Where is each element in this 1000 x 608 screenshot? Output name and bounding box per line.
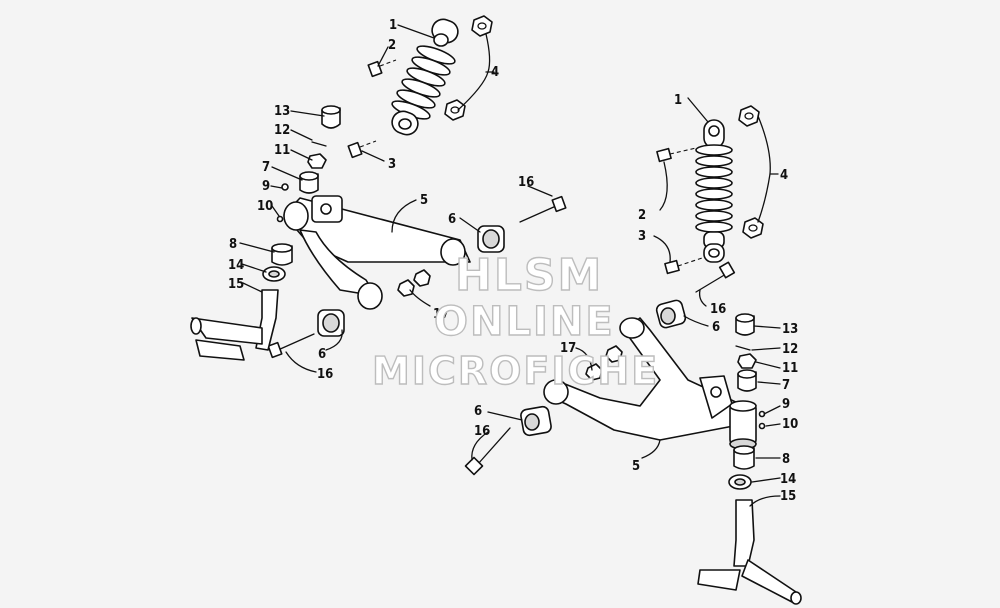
right-callouts: 1 2 3 4 5 6 6 7 8 9 10 11 12 13 14 15 16…	[474, 93, 798, 504]
callout-4: 4	[491, 65, 499, 80]
left-bushings	[317, 225, 505, 337]
left-arm-bolts	[267, 195, 567, 359]
callout-9: 9	[782, 397, 790, 412]
left-leader-lines	[239, 24, 553, 373]
left-spindle-assembly	[190, 243, 293, 361]
right-bushing-lower	[520, 405, 552, 437]
callout-8: 8	[229, 237, 237, 252]
left-callouts: 1 2 3 4 5 6 6 7 8 9 10 11 12 13 14 15 16…	[228, 18, 534, 382]
right-shock-nuts	[738, 105, 764, 239]
left-shock-bolt-upper	[367, 59, 397, 78]
callout-13: 13	[782, 322, 798, 337]
callout-2: 2	[638, 208, 646, 223]
callout-17: 17	[433, 307, 449, 322]
right-arm-bolt-upper	[695, 261, 736, 293]
callout-10: 10	[782, 417, 798, 432]
right-bushing-upper	[655, 299, 687, 329]
right-spindle-assembly	[697, 445, 802, 605]
watermark-hlsm: HLSM	[455, 250, 603, 301]
left-a-arm	[283, 195, 471, 310]
callout-6: 6	[318, 347, 326, 362]
left-shock-absorber	[391, 18, 459, 136]
callout-15: 15	[228, 277, 244, 292]
right-arm-bolt-lower	[464, 427, 511, 476]
callout-4: 4	[780, 168, 788, 183]
callout-16: 16	[518, 175, 534, 190]
watermark-microfiche: MICROFICHE	[372, 349, 659, 393]
callout-15: 15	[780, 489, 796, 504]
left-shock-nuts	[444, 15, 493, 121]
callout-3: 3	[638, 229, 646, 244]
right-assembly: 1 2 3 4 5 6 6 7 8 9 10 11 12 13 14 15 16…	[464, 93, 802, 605]
callout-16: 16	[474, 424, 490, 439]
right-shock-bolts	[656, 147, 703, 275]
watermark-online: ONLINE	[434, 299, 615, 345]
callout-9: 9	[262, 179, 270, 194]
callout-6: 6	[448, 212, 456, 227]
callout-12: 12	[782, 342, 798, 357]
callout-5: 5	[632, 459, 640, 474]
left-arm-nuts	[397, 269, 431, 297]
callout-12: 12	[274, 123, 290, 138]
callout-16: 16	[317, 367, 333, 382]
callout-3: 3	[388, 157, 396, 172]
callout-10: 10	[257, 199, 273, 214]
left-ball-joint-hardware	[276, 105, 341, 223]
callout-7: 7	[262, 160, 270, 175]
callout-7: 7	[782, 378, 790, 393]
callout-1: 1	[389, 18, 397, 33]
callout-6: 6	[474, 404, 482, 419]
callout-17: 17	[560, 341, 576, 356]
right-leader-lines	[471, 97, 781, 507]
callout-11: 11	[274, 143, 290, 158]
callout-13: 13	[274, 104, 290, 119]
callout-14: 14	[228, 258, 244, 273]
callout-14: 14	[780, 472, 796, 487]
left-shock-bolt-lower	[347, 140, 377, 159]
right-a-arm	[543, 317, 757, 450]
callout-2: 2	[388, 38, 396, 53]
callout-8: 8	[782, 452, 790, 467]
watermark: HLSM ONLINE MICROFICHE	[371, 249, 659, 393]
right-shock-absorber	[695, 119, 733, 263]
callout-1: 1	[674, 93, 682, 108]
callout-6: 6	[712, 320, 720, 335]
right-arm-nuts	[585, 345, 623, 381]
callout-5: 5	[420, 193, 428, 208]
callout-11: 11	[782, 361, 798, 376]
left-assembly: 1 2 3 4 5 6 6 7 8 9 10 11 12 13 14 15 16…	[190, 15, 567, 382]
callout-16: 16	[710, 302, 726, 317]
